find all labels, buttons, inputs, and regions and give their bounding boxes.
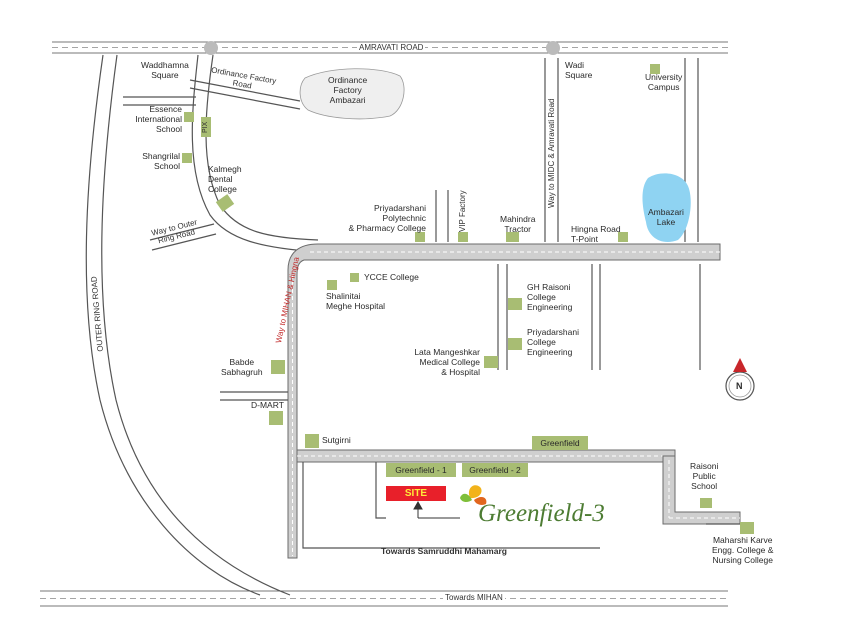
marker-shalinitai bbox=[327, 280, 337, 290]
label-sutgirni: Sutgirni bbox=[322, 435, 351, 445]
chip-greenfield-1: Greenfield - 1 bbox=[386, 463, 456, 477]
way-outer-ring-road bbox=[149, 223, 217, 251]
label-pix: PIX bbox=[202, 121, 209, 133]
amravati-road bbox=[52, 41, 728, 55]
label-kalmegh-college: Kalmegh Dental College bbox=[208, 164, 242, 194]
label-shalinitai-hospital: Shalinitai Meghe Hospital bbox=[326, 291, 386, 311]
ordinance-factory-area bbox=[299, 68, 405, 120]
site-pointer-arrow bbox=[413, 500, 460, 519]
label-towards-mihan: Towards MIHAN bbox=[443, 593, 505, 603]
marker-babde bbox=[271, 360, 285, 374]
brand-greenfield-3: Greenfield-3 bbox=[478, 500, 605, 527]
label-ycce-college: YCCE College bbox=[364, 272, 419, 282]
marker-ycce bbox=[350, 273, 359, 282]
label-babde-sabhagruh: Babde Sabhagruh bbox=[221, 357, 263, 377]
label-samruddhi: Towards Samruddhi Mahamarg bbox=[381, 546, 507, 556]
label-priyadarshani-eng: Priyadarshani College Engineering bbox=[527, 327, 579, 357]
chip-greenfield: Greenfield bbox=[532, 436, 588, 450]
site-marker: SITE bbox=[386, 486, 446, 501]
ordinance-factory-road bbox=[189, 79, 301, 110]
site-streets bbox=[220, 391, 740, 549]
label-raisoni-public: Raisoni Public School bbox=[690, 461, 719, 491]
label-mahindra-tractor: Mahindra Tractor bbox=[500, 214, 536, 234]
label-waddhamna-square: Waddhamna Square bbox=[141, 60, 189, 80]
label-way-midc: Way to MIDC & Amravati Road bbox=[547, 98, 556, 208]
towards-mihan-road bbox=[40, 590, 728, 607]
label-dmart: D-MART bbox=[251, 400, 284, 410]
greenfield-logo-icon bbox=[460, 485, 487, 505]
north-arrow bbox=[725, 358, 755, 401]
label-maharshi-karve: Maharshi Karve Engg. College & Nursing C… bbox=[712, 535, 774, 565]
marker-priyadarshani-poly bbox=[415, 232, 425, 242]
label-lata-mangeshkar: Lata Mangeshkar Medical College & Hospit… bbox=[414, 347, 480, 377]
marker-lata bbox=[484, 356, 498, 368]
label-ambazari-lake: Ambazari Lake bbox=[648, 207, 684, 227]
main-grey-road bbox=[287, 243, 741, 559]
label-wadi-square: Wadi Square bbox=[565, 60, 593, 80]
label-shangrilal-school: Shangrilal School bbox=[142, 151, 180, 171]
chip-greenfield-2: Greenfield - 2 bbox=[462, 463, 528, 477]
vertical-streets bbox=[435, 58, 701, 370]
chip-sutgirni bbox=[305, 434, 319, 448]
label-hingna-tpoint: Hingna Road T-Point bbox=[571, 224, 621, 244]
label-vip-factory: VIP Factory bbox=[458, 190, 467, 232]
marker-pix bbox=[201, 117, 211, 137]
label-priyadarshani-poly: Priyadarshani Polytechnic & Pharmacy Col… bbox=[348, 203, 426, 233]
label-gh-raisoni: GH Raisoni College Engineering bbox=[527, 282, 573, 312]
marker-mahindra bbox=[506, 232, 519, 242]
label-amravati-road: AMRAVATI ROAD bbox=[357, 43, 426, 53]
side-streets bbox=[123, 96, 196, 106]
marker-essence-school bbox=[184, 112, 194, 122]
ambazari-lake bbox=[642, 173, 691, 242]
marker-shangrilal-school bbox=[182, 153, 192, 163]
label-essence-school: Essence International School bbox=[135, 104, 182, 134]
label-university-campus: University Campus bbox=[645, 72, 683, 92]
marker-university bbox=[650, 64, 660, 74]
label-ordinance-factory-ambazari: Ordinance Factory Ambazari bbox=[328, 75, 368, 105]
label-north: N bbox=[736, 381, 743, 391]
marker-vip-factory bbox=[458, 232, 468, 242]
marker-priyadarshani-eng bbox=[508, 338, 522, 350]
outer-ring-road bbox=[85, 54, 291, 596]
marker-maharshi bbox=[740, 522, 754, 534]
marker-raisoni-public bbox=[700, 498, 712, 508]
marker-gh-raisoni bbox=[508, 298, 522, 310]
marker-hingna-tpoint bbox=[618, 232, 628, 242]
marker-dmart bbox=[269, 411, 283, 425]
